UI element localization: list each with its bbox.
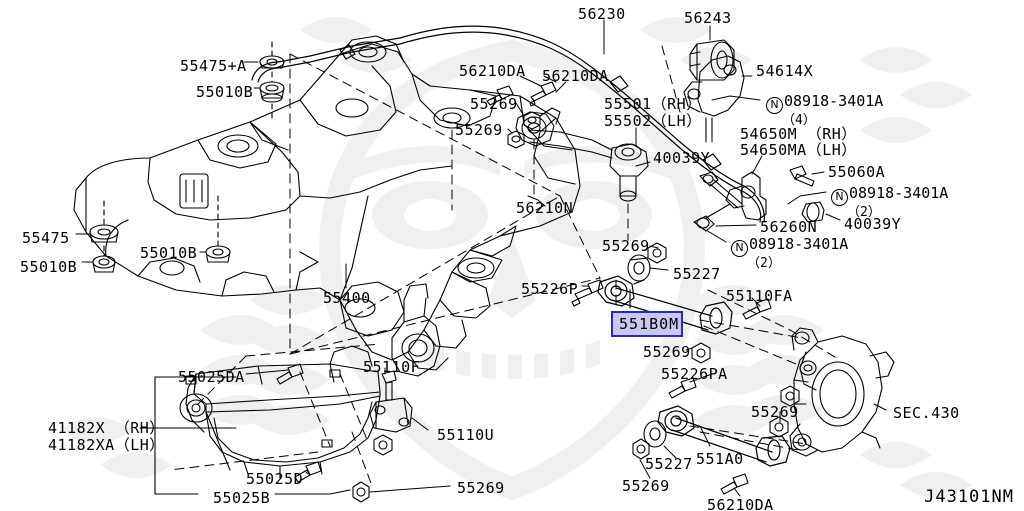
part-55269-nut-e — [632, 438, 650, 460]
part-label-55010B[interactable]: 55010B — [140, 244, 198, 262]
part-55226PA-bolt — [668, 377, 697, 399]
part-label-55110FA[interactable]: 55110FA — [726, 287, 793, 305]
part-55025DA-bolt — [276, 363, 304, 385]
part-label-56243[interactable]: 56243 — [684, 9, 732, 27]
part-55227-washer-top — [627, 254, 651, 282]
part-55269-nut-h — [352, 481, 370, 503]
part-label-55269[interactable]: 55269 — [643, 343, 691, 361]
part-55475-washer — [89, 224, 119, 243]
part-label-56230[interactable]: 56230 — [578, 5, 626, 23]
part-40039Y-bushing — [801, 201, 825, 223]
part-label-55010B[interactable]: 55010B — [196, 83, 254, 101]
n-circle-icon: N — [766, 97, 783, 114]
part-label-55269[interactable]: 55269 — [622, 477, 670, 495]
part-SEC430-knuckle — [789, 327, 895, 457]
part-label-55025D[interactable]: 55025D — [246, 470, 304, 488]
part-55025D-bolt — [294, 461, 322, 483]
part-label-41182XRH[interactable]: 41182X （RH） — [48, 419, 165, 437]
part-label-55060A[interactable]: 55060A — [828, 163, 886, 181]
part-55269-nut-a — [523, 111, 541, 130]
part-55110U-bracket — [369, 397, 413, 433]
part-55010B-nut-left — [92, 255, 116, 273]
part-56243-stabilizer-bushing — [689, 39, 735, 81]
part-label-55269[interactable]: 55269 — [470, 95, 518, 113]
part-label-55502LH[interactable]: 55502（LH） — [604, 112, 702, 130]
part-label-54650MALH[interactable]: 54650MA（LH） — [740, 141, 857, 159]
part-label-55475+A[interactable]: 55475+A — [180, 57, 247, 75]
assembly-dash-lines — [169, 45, 841, 487]
part-55227-washer-bottom — [643, 420, 667, 448]
part-55269-nut-d — [691, 342, 711, 364]
part-55110FA-bolt — [742, 298, 772, 320]
part-55400-suspension-member — [73, 35, 581, 371]
part-label-55475[interactable]: 55475 — [22, 229, 70, 247]
part-56210DA-bolt-b — [486, 85, 514, 106]
part-label-56210DA[interactable]: 56210DA — [707, 496, 774, 511]
part-label-55110F[interactable]: 55110F — [363, 358, 421, 376]
part-55010B-nut-top — [259, 81, 285, 103]
part-label-55010B[interactable]: 55010B — [20, 258, 78, 276]
part-55269-nut-g — [780, 385, 800, 407]
part-label-551A0[interactable]: 551A0 — [696, 450, 744, 468]
part-label-55269[interactable]: 55269 — [455, 121, 503, 139]
part-label-56210DA[interactable]: 56210DA — [542, 67, 609, 85]
part-label-55501RH[interactable]: 55501（RH） — [604, 95, 702, 113]
part-41182X-lower-arm — [179, 345, 381, 479]
nut-part-number: 08918-3401A — [784, 92, 884, 110]
part-label-56210DA[interactable]: 56210DA — [459, 62, 526, 80]
part-55269-nut-c — [647, 242, 667, 264]
part-55269-nut-f — [769, 416, 789, 438]
part-label-54650MRH[interactable]: 54650M （RH） — [740, 125, 857, 143]
part-56210DA-bolt-c — [720, 473, 749, 495]
highlighted-part-551B0M[interactable]: 551B0M — [611, 311, 683, 337]
part-label-54614X[interactable]: 54614X — [756, 62, 814, 80]
part-label-55227[interactable]: 55227 — [645, 455, 693, 473]
leader-lines — [75, 19, 887, 497]
n-circle-icon: N — [831, 189, 848, 206]
part-label-56260N[interactable]: 56260N — [760, 218, 818, 236]
part-55269-nut-i — [373, 434, 393, 456]
part-label-55025DA[interactable]: 55025DA — [178, 368, 245, 386]
part-56230-stabilizer-bar — [251, 25, 765, 223]
part-label-55226P[interactable]: 55226P — [521, 280, 579, 298]
bracket-41182X — [139, 376, 351, 495]
part-label-40039Y[interactable]: 40039Y — [844, 215, 902, 233]
nut-quantity: （2） — [847, 205, 881, 220]
part-55501-upper-link — [515, 107, 649, 202]
part-label-55400[interactable]: 55400 — [323, 289, 371, 307]
part-54650M-shock — [693, 171, 767, 232]
part-label-41182XALH[interactable]: 41182XA（LH） — [48, 436, 165, 454]
nut-part-number: 08918-3401A — [749, 235, 849, 253]
nut-quantity: （4） — [782, 113, 816, 128]
part-56210DA-bolt-a — [529, 81, 557, 107]
part-label-SEC430[interactable]: SEC.430 — [893, 404, 960, 422]
part-label-55110U[interactable]: 55110U — [437, 426, 495, 444]
part-upper-arm-fragment — [391, 283, 441, 377]
diagram-id: J43101NM — [924, 487, 1014, 507]
nut-part-number: 08918-3401A — [849, 184, 949, 202]
part-label-40039Y[interactable]: 40039Y — [653, 149, 711, 167]
n-circle-icon: N — [731, 240, 748, 257]
part-label-55226PA[interactable]: 55226PA — [661, 365, 728, 383]
part-label-55269[interactable]: 55269 — [457, 479, 505, 497]
nut-quantity: （2） — [747, 256, 781, 271]
part-55060A-bolt — [789, 165, 815, 187]
part-label-56210N[interactable]: 56210N — [516, 199, 574, 217]
part-label-55227[interactable]: 55227 — [673, 265, 721, 283]
part-label-55025B[interactable]: 55025B — [213, 489, 271, 507]
part-55269-nut-b — [507, 130, 525, 149]
part-55010B-nut-mid — [205, 245, 231, 263]
part-551A0-lower-link — [657, 405, 791, 467]
part-label-55269[interactable]: 55269 — [602, 237, 650, 255]
part-label-55269[interactable]: 55269 — [751, 403, 799, 421]
part-55226P-bolt — [571, 279, 604, 307]
